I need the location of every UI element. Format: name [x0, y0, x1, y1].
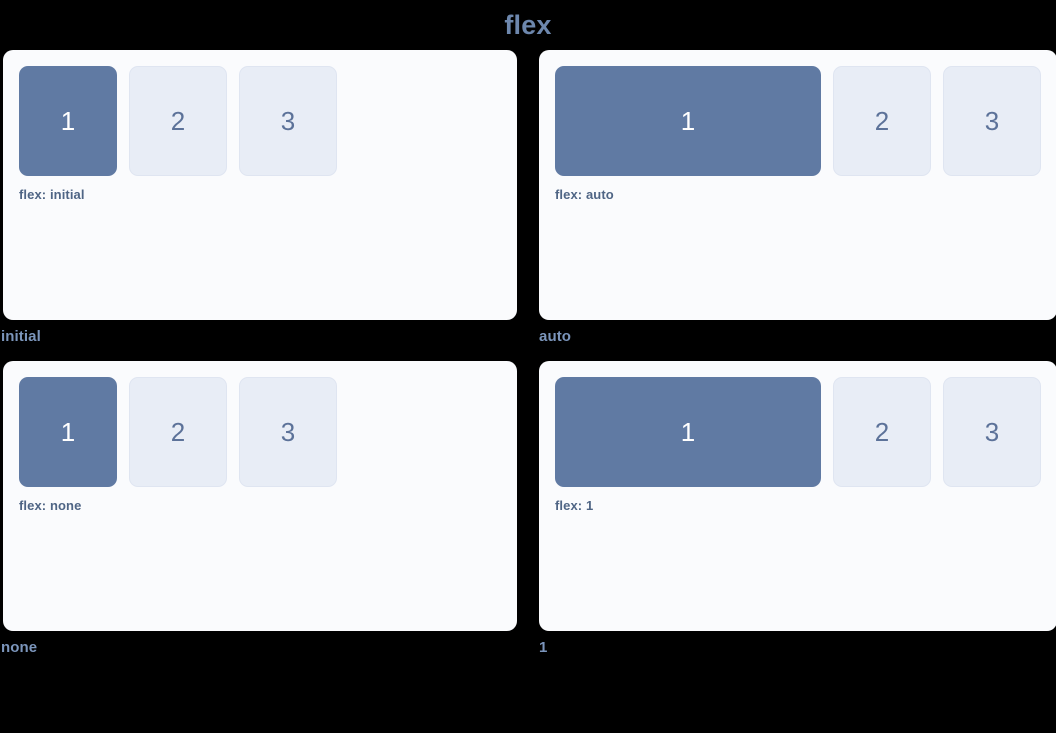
flex-item-3: 3: [943, 66, 1041, 176]
flex-value-label: flex: initial: [19, 187, 85, 202]
flex-value-label: flex: auto: [555, 187, 614, 202]
flex-item-2: 2: [129, 377, 227, 487]
flex-item-3: 3: [943, 377, 1041, 487]
panel-caption: auto: [539, 328, 572, 345]
flex-container: 1 2 3: [555, 66, 1041, 176]
flex-item-2: 2: [833, 377, 931, 487]
flex-item-3: 3: [239, 66, 337, 176]
demo-card: 1 2 3 flex: 1: [539, 361, 1056, 631]
panel-initial: 1 2 3 flex: initial initial: [1, 50, 537, 361]
flex-container: 1 2 3: [19, 377, 501, 487]
flex-container: 1 2 3: [19, 66, 501, 176]
flex-value-label: flex: none: [19, 498, 82, 513]
panel-caption: 1: [539, 639, 548, 656]
flex-value-label: flex: 1: [555, 498, 594, 513]
panel-one: 1 2 3 flex: 1 1: [537, 361, 1056, 672]
demo-card: 1 2 3 flex: none: [3, 361, 517, 631]
flex-container: 1 2 3: [555, 377, 1041, 487]
panel-caption: none: [1, 639, 38, 656]
page-title: flex: [504, 10, 552, 40]
flex-item-3: 3: [239, 377, 337, 487]
demo-card: 1 2 3 flex: auto: [539, 50, 1056, 320]
panel-caption: initial: [1, 328, 41, 345]
panel-grid: 1 2 3 flex: initial initial 1 2 3 flex: …: [0, 50, 1056, 672]
panel-auto: 1 2 3 flex: auto auto: [537, 50, 1056, 361]
flex-item-1: 1: [19, 66, 117, 176]
flex-item-2: 2: [129, 66, 227, 176]
flex-item-2: 2: [833, 66, 931, 176]
flex-item-1: 1: [19, 377, 117, 487]
flex-item-1: 1: [555, 377, 821, 487]
panel-none: 1 2 3 flex: none none: [1, 361, 537, 672]
flex-item-1: 1: [555, 66, 821, 176]
demo-card: 1 2 3 flex: initial: [3, 50, 517, 320]
